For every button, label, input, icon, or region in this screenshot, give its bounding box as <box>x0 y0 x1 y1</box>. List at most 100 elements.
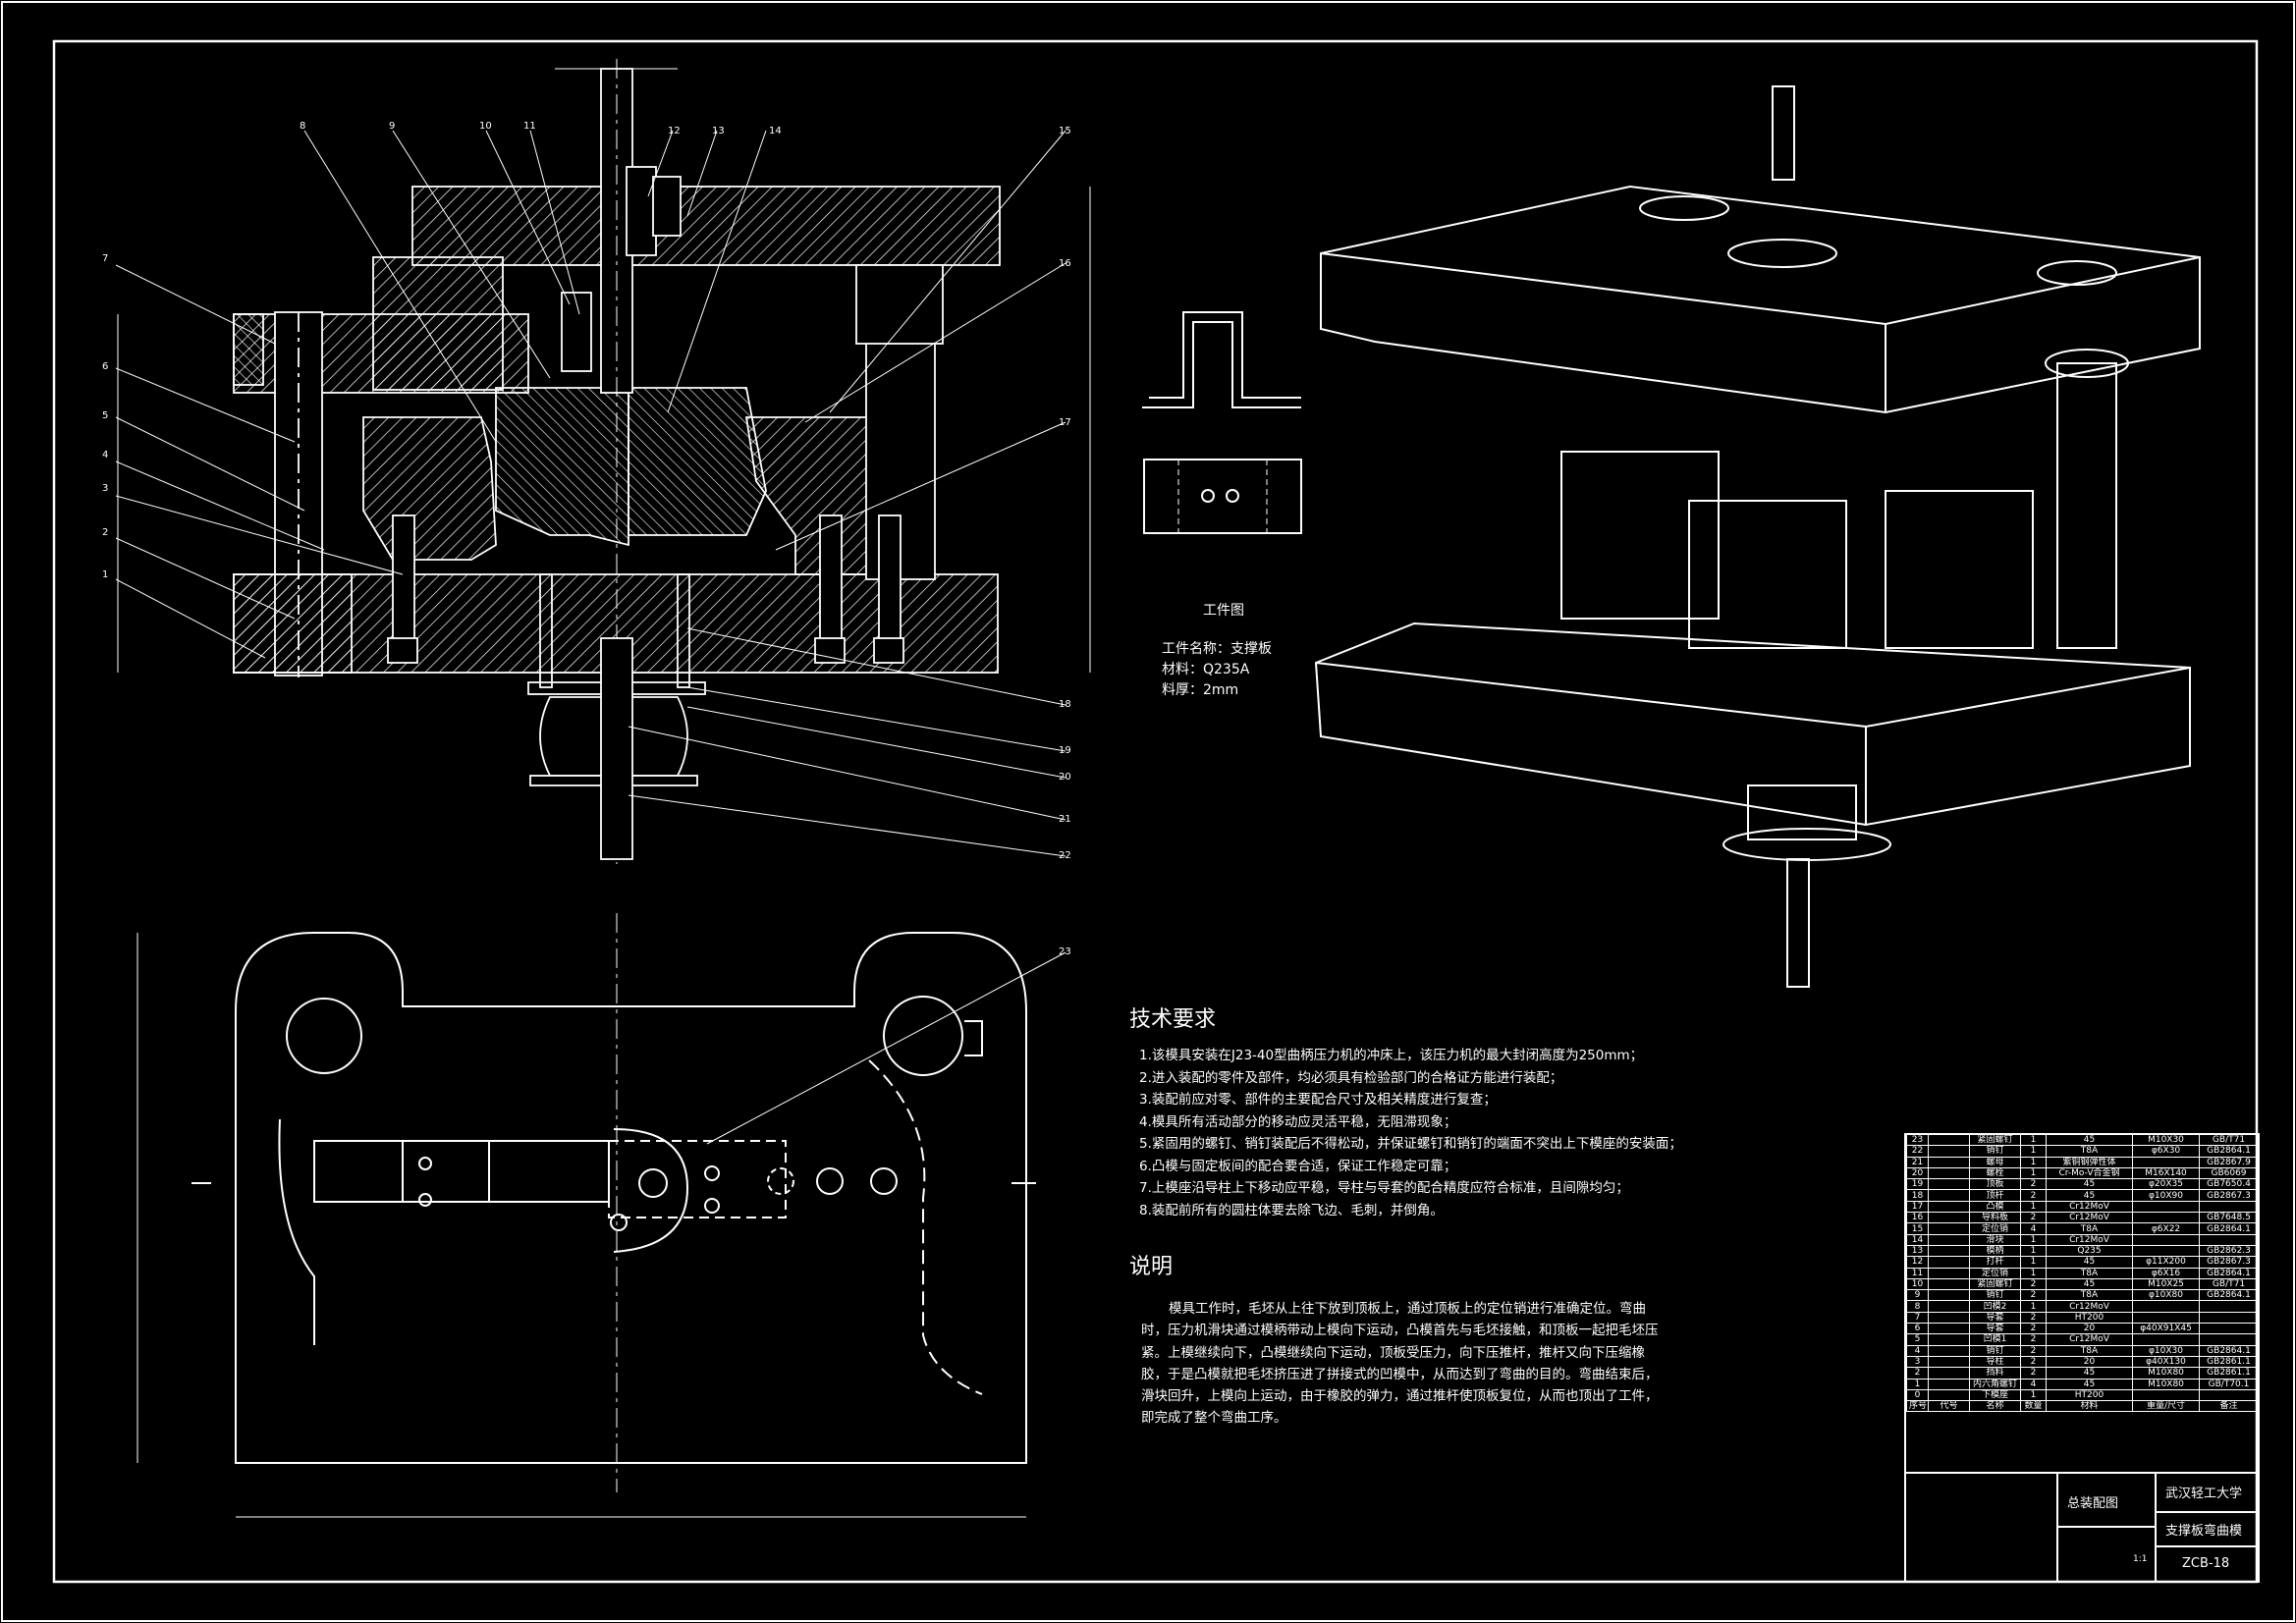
tech-line: 5.紧固用的螺钉、销钉装配后不得松动，并保证螺钉和销钉的端面不突出上下模座的安装… <box>1139 1136 1682 1152</box>
bom-cell <box>1928 1244 1970 1258</box>
bom-cell: φ6X22 <box>2132 1222 2200 1235</box>
bom-cell: GB2864.1 <box>2199 1145 2259 1158</box>
bom-cell: 模柄 <box>1969 1244 2021 1258</box>
bom-cell <box>1928 1388 1970 1402</box>
bom-cell: GB7648.5 <box>2199 1212 2259 1224</box>
bom-cell: 15 <box>1906 1222 1929 1235</box>
bom-cell: φ6X16 <box>2132 1267 2200 1279</box>
bom-cell <box>1928 1212 1970 1224</box>
callout-6: 6 <box>102 361 109 372</box>
workpiece-info: 工件图 工件名称：支撑板 材料：Q235A 料厚：2mm <box>1162 601 1272 701</box>
bom-header-cell: 序号 <box>1906 1400 1929 1413</box>
bom-cell: 1 <box>2020 1244 2047 1258</box>
bom-cell: 45 <box>2046 1178 2133 1191</box>
bom-cell: 4 <box>2020 1378 2047 1390</box>
bom-cell <box>2199 1233 2259 1246</box>
bom-cell: 顶板 <box>1969 1178 2021 1191</box>
bom-cell: HT200 <box>2046 1311 2133 1325</box>
bom-cell <box>1928 1323 1970 1335</box>
bom-cell <box>1928 1289 1970 1302</box>
callout-7: 7 <box>102 253 109 264</box>
bom-cell <box>1928 1166 1970 1180</box>
bom-cell: 2 <box>2020 1277 2047 1291</box>
workpiece-drawing <box>1142 311 1302 534</box>
workpiece-name: 工件名称：支撑板 <box>1162 641 1272 657</box>
tech-line: 7.上模座沿导柱上下移动应平稳，导柱与导套的配合精度应符合标准，且间隙均匀； <box>1139 1180 1629 1196</box>
bom-cell: φ40X91X45 <box>2132 1323 2200 1335</box>
bom-header-cell: 代号 <box>1928 1400 1970 1413</box>
callout-21: 21 <box>1059 814 1071 825</box>
bom-cell: 1 <box>1906 1378 1929 1390</box>
bom-cell <box>2132 1156 2200 1168</box>
bom-cell: GB2864.1 <box>2199 1344 2259 1357</box>
bom-cell: 0 <box>1906 1388 1929 1402</box>
tech-line: 6.凸模与固定板间的配合要合适，保证工作稳定可靠； <box>1139 1158 1457 1174</box>
bom-cell: 螺栓 <box>1969 1166 2021 1180</box>
bom-cell: GB2867.9 <box>2199 1156 2259 1168</box>
bom-cell: 导套 <box>1969 1323 2021 1335</box>
bom-cell <box>1928 1133 1970 1147</box>
bom-cell: 导套 <box>1969 1311 2021 1325</box>
bom-cell: φ10X80 <box>2132 1289 2200 1302</box>
bom-cell: GB2864.1 <box>2199 1222 2259 1235</box>
bom-cell: 45 <box>2046 1189 2133 1202</box>
bom-cell: GB/T71 <box>2199 1277 2259 1291</box>
bom-cell: 凹模1 <box>1969 1333 2021 1346</box>
bom-cell: GB2861.1 <box>2199 1355 2259 1369</box>
bom-cell: 2 <box>2020 1212 2047 1224</box>
bom-cell <box>1928 1256 1970 1269</box>
bom-cell: 12 <box>1906 1256 1929 1269</box>
bom-cell: 螺母 <box>1969 1156 2021 1168</box>
bom-cell: 销钉 <box>1969 1145 2021 1158</box>
bom-cell: GB2861.1 <box>2199 1367 2259 1380</box>
bom-cell <box>2132 1233 2200 1246</box>
bom-cell: 紫铜钢弹性体 <box>2046 1156 2133 1168</box>
bom-cell: 5 <box>1906 1333 1929 1346</box>
bom-cell: 内六角螺钉 <box>1969 1378 2021 1390</box>
callout-17: 17 <box>1059 417 1071 428</box>
bom-cell: 2 <box>2020 1311 2047 1325</box>
bom-cell: 20 <box>2046 1355 2133 1369</box>
bom-cell: 导柱 <box>1969 1355 2021 1369</box>
bom-header-cell: 重量/尺寸 <box>2132 1400 2200 1413</box>
bom-cell: 9 <box>1906 1289 1929 1302</box>
bom-cell <box>2199 1333 2259 1346</box>
bom-cell: 1 <box>2020 1156 2047 1168</box>
bom-cell <box>1928 1156 1970 1168</box>
bom-cell: 19 <box>1906 1178 1929 1191</box>
bom-cell <box>2132 1300 2200 1313</box>
tech-requirements: 技术要求 1.该模具安装在J23-40型曲柄压力机的冲床上，该压力机的最大封闭高… <box>1129 1001 1682 1221</box>
bom-cell: Cr12MoV <box>2046 1333 2133 1346</box>
bom-cell <box>1928 1267 1970 1279</box>
bom-cell: 下模座 <box>1969 1388 2021 1402</box>
bom-cell: 2 <box>2020 1355 2047 1369</box>
bom-header-cell: 数量 <box>2020 1400 2047 1413</box>
bom-cell <box>1928 1189 1970 1202</box>
part-name: 支撑板弯曲模 <box>2165 1524 2243 1539</box>
callout-18: 18 <box>1059 699 1071 710</box>
bom-cell <box>1928 1344 1970 1357</box>
bom-cell: GB/T70.1 <box>2199 1378 2259 1390</box>
bom-cell <box>2132 1212 2200 1224</box>
bom-cell <box>1928 1300 1970 1313</box>
workpiece-title: 工件图 <box>1203 603 1244 619</box>
scale: 1:1 <box>2133 1554 2148 1564</box>
bom-cell: 18 <box>1906 1189 1929 1202</box>
bom-cell: φ20X35 <box>2132 1178 2200 1191</box>
bom-cell: 4 <box>2020 1222 2047 1235</box>
drawing-code: ZCB-18 <box>2182 1556 2230 1571</box>
bom-cell: Cr12MoV <box>2046 1233 2133 1246</box>
bom-cell: GB7650.4 <box>2199 1178 2259 1191</box>
bom-cell <box>1928 1333 1970 1346</box>
tech-line: 4.模具所有活动部分的移动应灵活平稳，无阻滞现象； <box>1139 1113 1457 1130</box>
bom-cell: M10X80 <box>2132 1378 2200 1390</box>
